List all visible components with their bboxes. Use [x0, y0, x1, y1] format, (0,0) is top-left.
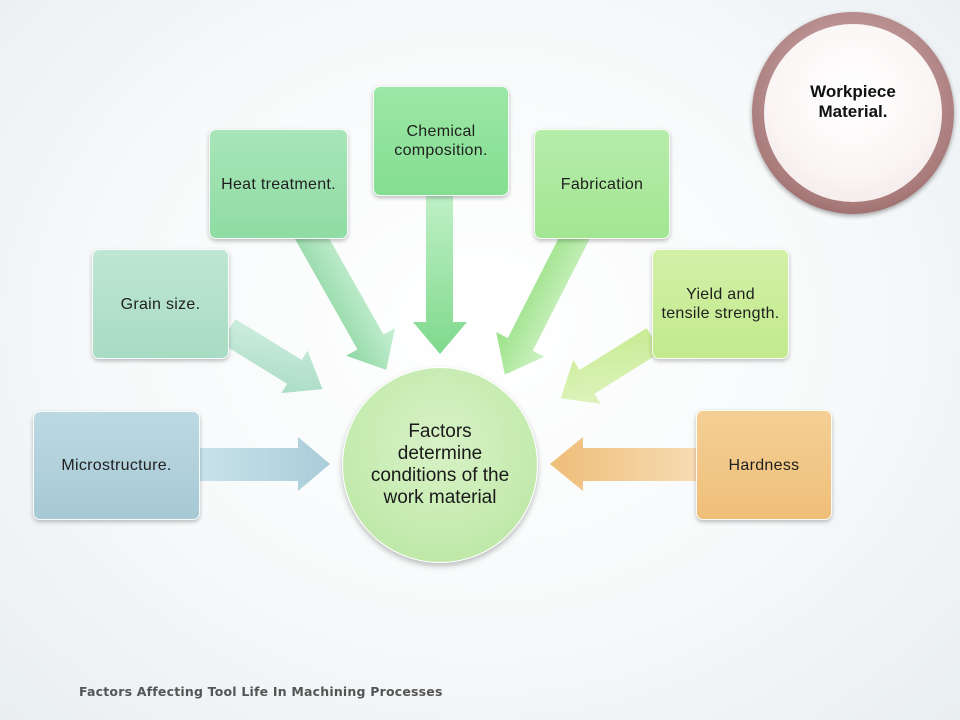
factor-label: Microstructure.	[61, 457, 172, 474]
factor-label: Yield and tensile strength.	[661, 286, 780, 322]
arrow-heat-treatment	[292, 220, 395, 370]
badge-inner-circle: Workpiece Material.	[764, 24, 942, 202]
center-label: Factors determine conditions of the work…	[370, 421, 510, 508]
factor-hardness[interactable]: Hardness	[696, 410, 832, 520]
arrow-hardness	[550, 437, 697, 491]
factor-label: Heat treatment.	[221, 175, 336, 193]
arrow-yield-strength	[560, 328, 662, 404]
slide-footer: Factors Affecting Tool Life In Machining…	[79, 684, 443, 699]
factor-label: Grain size.	[120, 295, 201, 313]
factor-label: Chemical composition.	[394, 123, 488, 159]
arrow-fabrication	[496, 226, 590, 375]
arrow-grain-size	[220, 319, 323, 394]
factor-microstructure[interactable]: Microstructure.	[33, 411, 200, 520]
badge-title: Workpiece Material.	[810, 82, 896, 121]
factor-label: Fabrication	[560, 175, 644, 193]
workpiece-material-badge: Workpiece Material.	[752, 12, 954, 214]
factor-yield-tensile-strength[interactable]: Yield and tensile strength.	[652, 249, 789, 359]
center-node[interactable]: Factors determine conditions of the work…	[342, 367, 538, 563]
factor-chemical-composition[interactable]: Chemical composition.	[373, 86, 509, 196]
factor-heat-treatment[interactable]: Heat treatment.	[209, 129, 348, 239]
factor-label: Hardness	[728, 456, 800, 474]
factor-grain-size[interactable]: Grain size.	[92, 249, 229, 359]
arrow-microstructure	[198, 437, 330, 491]
arrow-chemical-composition	[413, 196, 467, 354]
factor-fabrication[interactable]: Fabrication	[534, 129, 670, 239]
